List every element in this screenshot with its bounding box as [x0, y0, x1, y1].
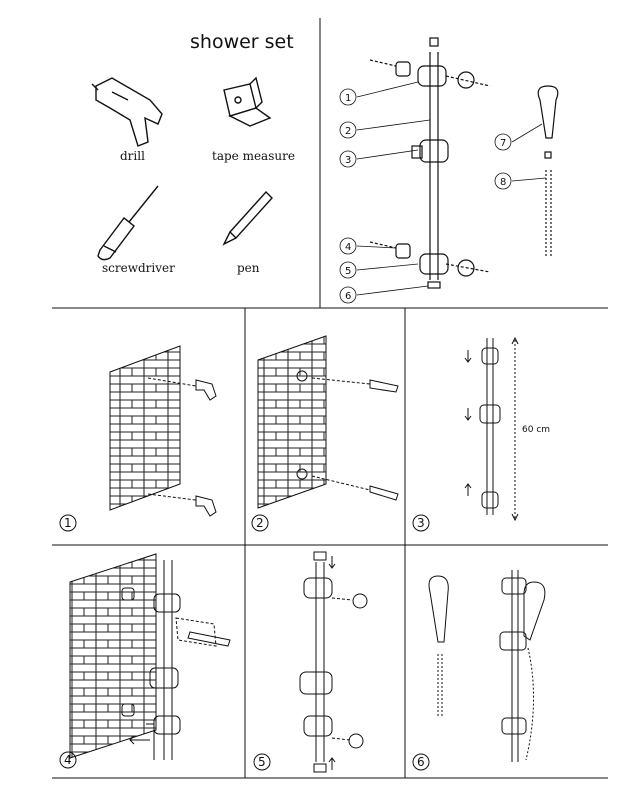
tool-label-screwdriver: screwdriver [102, 261, 175, 275]
part-callouts [339, 81, 547, 304]
step-number-1: 1 [64, 516, 72, 530]
part-number-8: 8 [500, 177, 506, 188]
parts-diagram [369, 37, 559, 289]
part-number-1: 1 [345, 93, 351, 104]
part-number-3: 3 [345, 155, 351, 166]
tool-label-drill: drill [120, 149, 145, 163]
tool-label-tape-measure: tape measure [212, 149, 295, 163]
screwdriver-icon [97, 185, 159, 261]
step-6-panel [412, 570, 546, 771]
pen-icon [222, 190, 273, 246]
drill-icon [91, 77, 163, 147]
part-number-5: 5 [345, 266, 351, 277]
step-3-panel [412, 336, 519, 532]
step-number-5: 5 [258, 755, 266, 769]
step-number-2: 2 [256, 516, 264, 530]
dimension-label: 60 cm [522, 425, 550, 435]
part-number-6: 6 [345, 291, 351, 302]
step-1-panel [59, 345, 217, 532]
part-number-4: 4 [345, 242, 351, 253]
step-number-3: 3 [417, 516, 425, 530]
part-number-2: 2 [345, 126, 351, 137]
step-2-panel [251, 335, 399, 532]
step-5-panel [253, 551, 368, 773]
tape-measure-icon [223, 76, 272, 127]
step-4-panel [59, 553, 231, 769]
panel-grid [52, 18, 608, 779]
part-number-7: 7 [500, 138, 506, 149]
step-number-6: 6 [417, 755, 425, 769]
step-number-4: 4 [64, 753, 72, 767]
tool-label-pen: pen [237, 261, 260, 275]
page-title: shower set [190, 31, 294, 53]
